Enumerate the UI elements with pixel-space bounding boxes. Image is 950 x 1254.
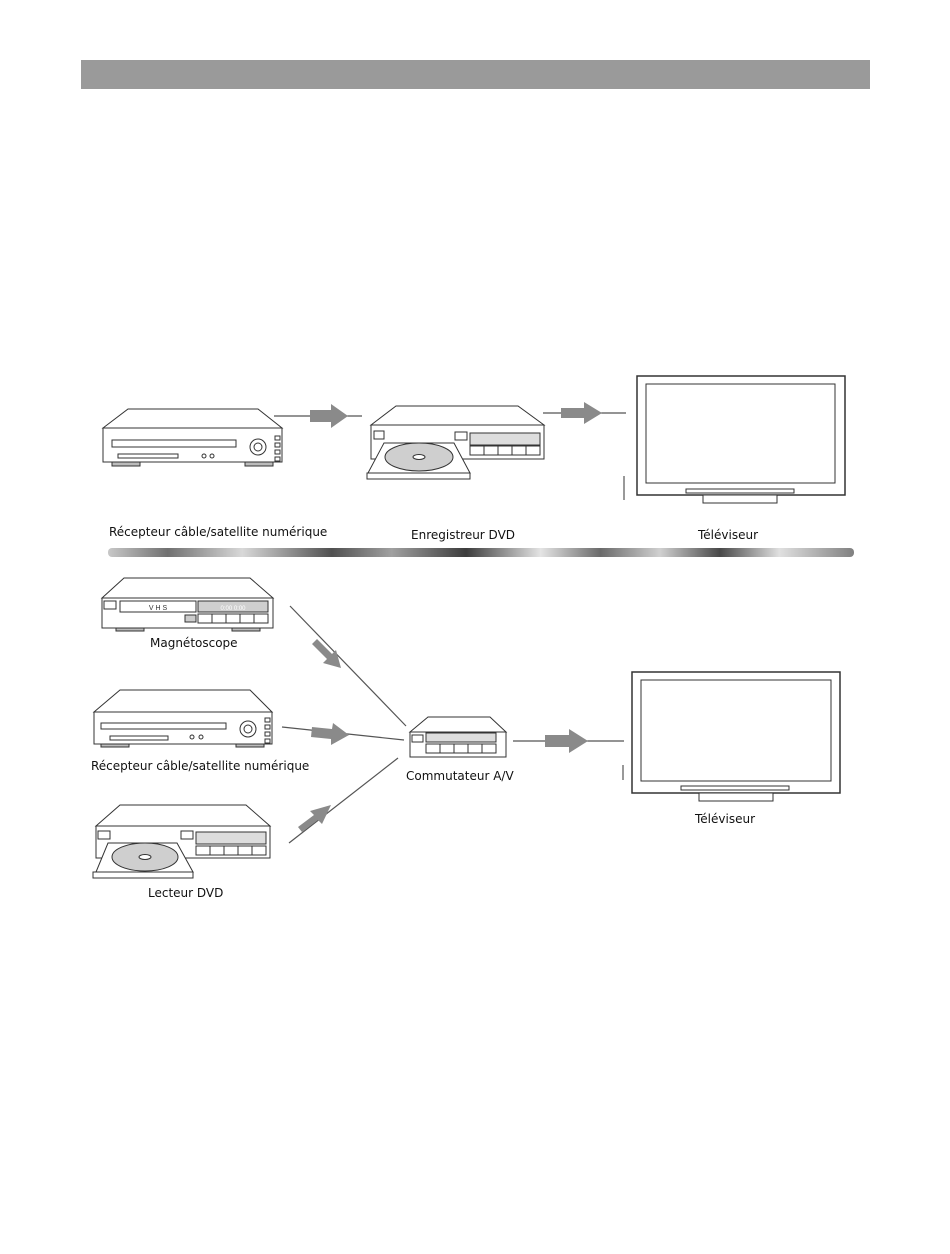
receiver-icon <box>94 690 272 747</box>
arrow-vcr-to-switch <box>290 606 406 726</box>
arrow-receiver-to-switch <box>282 723 404 745</box>
vcr-label: Magnétoscope <box>150 636 238 650</box>
tv-icon <box>624 376 845 503</box>
vcr-icon <box>102 578 273 631</box>
separator-bar <box>108 548 854 557</box>
dvd-player-label: Lecteur DVD <box>148 886 223 900</box>
receiver-icon <box>103 409 282 466</box>
arrow-switch-to-tv <box>513 729 624 753</box>
vcr-time-text: 0:00 0:00 <box>220 606 246 612</box>
arrow-recorder-to-tv <box>543 402 626 424</box>
dvd-player-icon <box>93 805 270 878</box>
receiver-label: Récepteur câble/satellite numérique <box>91 759 309 773</box>
tv-label: Téléviseur <box>695 812 755 826</box>
tv-label: Téléviseur <box>698 528 758 542</box>
tv-icon <box>623 672 840 801</box>
av-switch-label: Commutateur A/V <box>406 769 514 783</box>
vcr-vhs-text: V H S <box>149 605 168 612</box>
receiver-label: Récepteur câble/satellite numérique <box>109 525 327 539</box>
av-switch-icon <box>410 717 506 757</box>
dvd-recorder-label: Enregistreur DVD <box>411 528 515 542</box>
arrow-receiver-to-recorder <box>274 404 362 428</box>
dvd-recorder-icon <box>367 406 544 479</box>
